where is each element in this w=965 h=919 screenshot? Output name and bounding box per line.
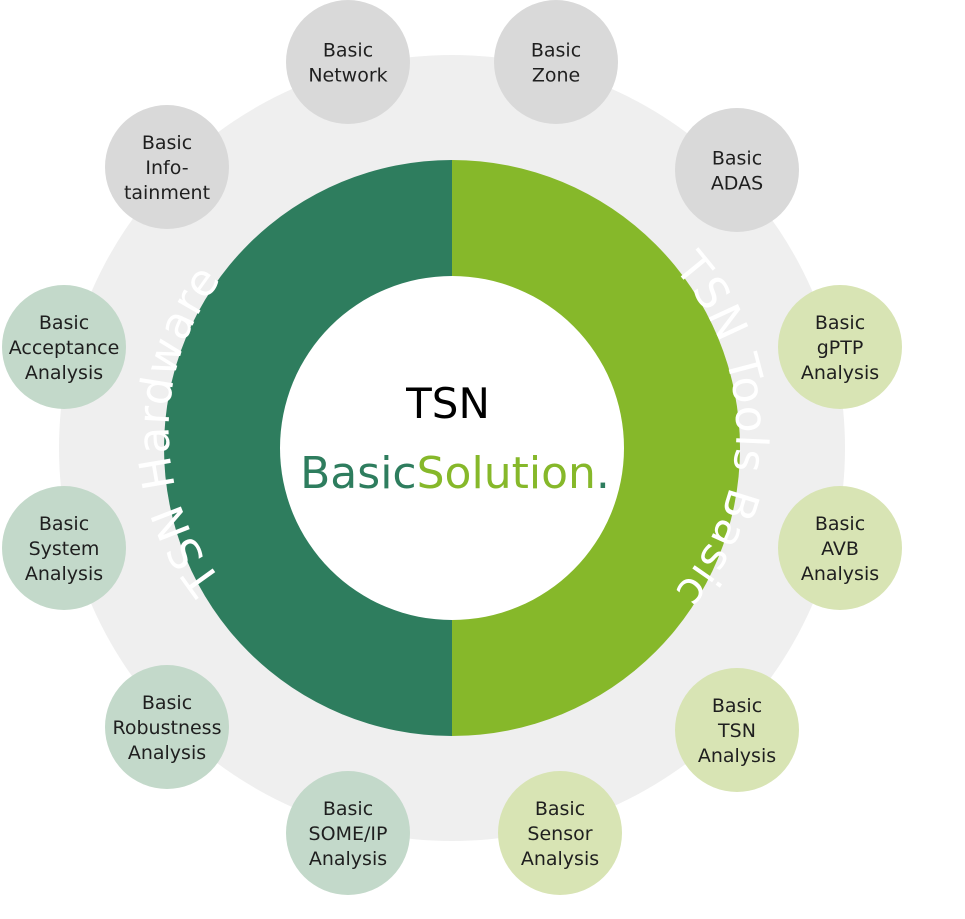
node-label-line: SOME/IP — [309, 823, 388, 845]
node-label-line: Network — [308, 65, 387, 87]
node-label-line: Analysis — [801, 563, 879, 585]
node-circle — [286, 771, 410, 895]
node-label-line: Basic — [815, 513, 865, 535]
node-label-line: Basic — [323, 40, 373, 62]
subtitle-dot: . — [596, 448, 610, 499]
node-circle — [498, 771, 622, 895]
node-label-line: Info- — [145, 157, 188, 179]
subtitle-solution: Solution — [417, 448, 596, 499]
node-label-line: Zone — [532, 65, 580, 87]
node-label-line: ADAS — [711, 173, 763, 195]
center-disc — [280, 276, 624, 620]
node-label-line: Basic — [142, 692, 192, 714]
node-label-line: AVB — [821, 538, 859, 560]
node-label-line: Analysis — [309, 848, 387, 870]
node-label-line: Analysis — [25, 563, 103, 585]
center-subtitle: BasicSolution. — [300, 448, 610, 499]
subtitle-basic: Basic — [300, 448, 417, 499]
node-label-line: Basic — [142, 132, 192, 154]
node-circle — [2, 285, 126, 409]
node-label-line: System — [29, 538, 100, 560]
node-label-line: Sensor — [527, 823, 592, 845]
node-label-line: TSN — [717, 720, 756, 742]
node-circle — [778, 486, 902, 610]
node-label-line: Basic — [712, 148, 762, 170]
node-label-line: Basic — [535, 798, 585, 820]
node-circle — [286, 0, 410, 124]
node-label-line: Analysis — [521, 848, 599, 870]
node-label-line: Basic — [815, 312, 865, 334]
module-nodes: BasicNetworkBasicZoneBasicADASBasicgPTPA… — [2, 0, 902, 895]
node-circle — [675, 668, 799, 792]
node-label-line: Basic — [712, 695, 762, 717]
node-label-line: Basic — [323, 798, 373, 820]
node-circle — [105, 665, 229, 789]
node-circle — [2, 486, 126, 610]
node-circle — [494, 0, 618, 124]
node-label-line: Basic — [39, 513, 89, 535]
node-label-line: Robustness — [113, 717, 222, 739]
node-label-line: Analysis — [128, 742, 206, 764]
node-label-line: Basic — [531, 40, 581, 62]
node-label-line: gPTP — [817, 337, 864, 359]
node-label-line: Basic — [39, 312, 89, 334]
node-circle — [105, 105, 229, 229]
node-circle — [675, 108, 799, 232]
node-circle — [778, 285, 902, 409]
node-label-line: Analysis — [25, 362, 103, 384]
node-label-line: Acceptance — [9, 337, 120, 359]
node-label-line: tainment — [124, 182, 210, 204]
center-title: TSN — [405, 379, 490, 428]
node-label-line: Analysis — [801, 362, 879, 384]
node-gptp-analysis: Basic gPTP Analysis — [778, 285, 902, 409]
node-label-line: Analysis — [698, 745, 776, 767]
